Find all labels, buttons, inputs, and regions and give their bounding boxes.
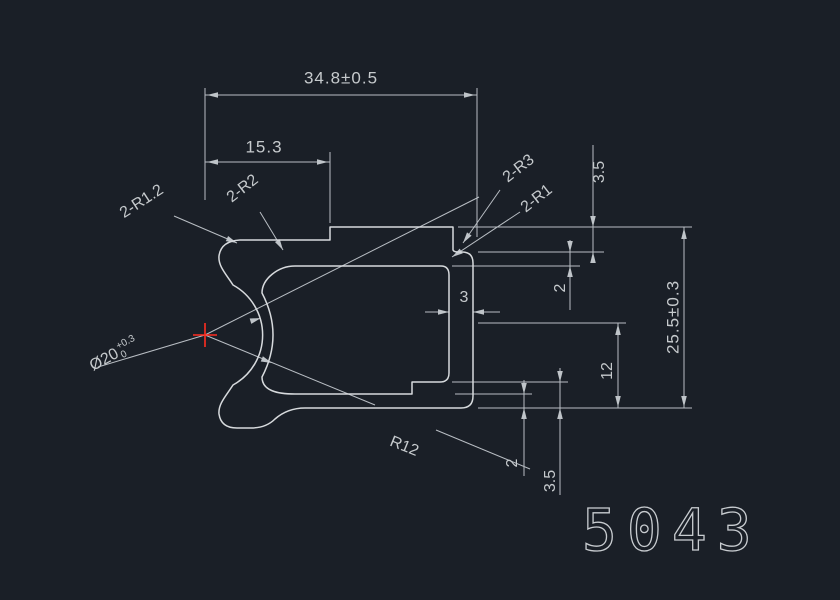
profile-inner-contour bbox=[261, 265, 450, 395]
leader-lines bbox=[97, 189, 531, 470]
dim-hook-height: 12 bbox=[599, 362, 616, 380]
dim-bottom-step: 3.5 bbox=[542, 469, 559, 493]
center-mark bbox=[193, 323, 217, 347]
dim-tab-height: 3.5 bbox=[591, 160, 608, 184]
dim-total-height: 25.5±0.3 bbox=[663, 279, 683, 355]
dim-bottom-wall: 2 bbox=[504, 458, 521, 468]
drawing-number: 5043 bbox=[582, 496, 762, 564]
dim-left-width: 15.3 bbox=[245, 137, 283, 157]
profile-outer-contour bbox=[218, 226, 474, 429]
arrowheads bbox=[207, 92, 687, 419]
dim-top-wall: 2 bbox=[552, 283, 569, 293]
dim-total-width: 34.8±0.5 bbox=[303, 68, 379, 88]
profile-geometry bbox=[218, 226, 474, 429]
dim-right-wall: 3 bbox=[459, 289, 469, 306]
